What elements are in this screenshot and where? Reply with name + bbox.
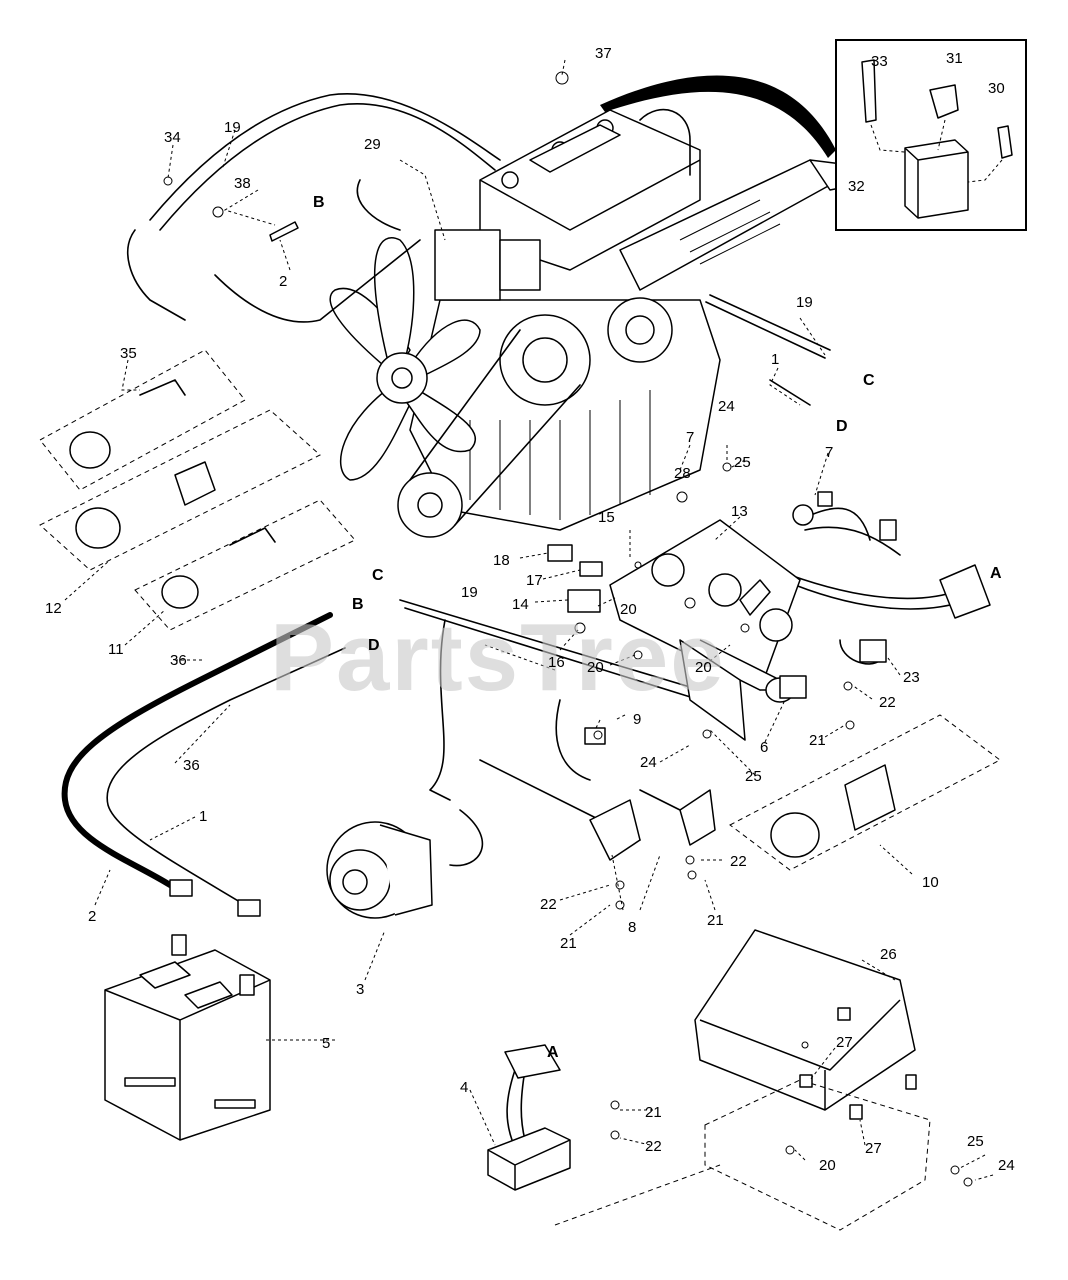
watermark: PartsTree: [270, 604, 726, 711]
part-label: 16: [548, 654, 565, 671]
part-label: 27: [865, 1140, 882, 1157]
engine-drawing: [329, 108, 856, 538]
connector-letter: A: [990, 565, 1002, 582]
part-label: 30: [988, 80, 1005, 97]
part-label: 15: [598, 509, 615, 526]
part-label: 22: [730, 853, 747, 870]
part-label: 19: [224, 119, 241, 136]
part-label: 38: [234, 175, 251, 192]
part-label: 21: [560, 935, 577, 952]
part-label: 8: [628, 919, 636, 936]
connector-letter: A: [547, 1044, 559, 1061]
part-label: 35: [120, 345, 137, 362]
part-label: 4: [460, 1079, 468, 1096]
part-label: 31: [946, 50, 963, 67]
part-label: 25: [745, 768, 762, 785]
part-label: 23: [903, 669, 920, 686]
inset-detail: [600, 39, 1027, 231]
part-label: 22: [879, 694, 896, 711]
part-label: 19: [796, 294, 813, 311]
part-label: 3: [356, 981, 364, 998]
part-label: 1: [199, 808, 207, 825]
connector-letter: D: [836, 418, 848, 435]
part-label: 20: [695, 659, 712, 676]
part-label: 14: [512, 596, 529, 613]
alternator: [326, 821, 433, 919]
part-label: 28: [674, 465, 691, 482]
part-label: 25: [967, 1133, 984, 1150]
part-label: 11: [108, 641, 124, 658]
part-label: 6: [760, 739, 768, 756]
connector-letter: C: [863, 372, 875, 389]
part-label: 22: [645, 1138, 662, 1155]
battery-tray: [694, 929, 931, 1231]
part-label: 9: [633, 711, 641, 728]
part-label: 34: [164, 129, 181, 146]
dash-panel: [547, 491, 991, 741]
part-label: 22: [540, 896, 557, 913]
part-label: 25: [734, 454, 751, 471]
brackets: [479, 699, 716, 861]
part-label: 37: [595, 45, 612, 62]
part-label: 21: [645, 1104, 662, 1121]
part-label: 32: [848, 178, 865, 195]
part-label: 20: [620, 601, 637, 618]
part-label: 29: [364, 136, 381, 153]
part-label: 27: [836, 1034, 853, 1051]
wiring: [61, 93, 969, 1141]
part-label: 10: [922, 874, 939, 891]
part-label: 12: [45, 600, 62, 617]
part-label: 20: [587, 659, 604, 676]
part-label: 33: [871, 53, 888, 70]
part-label: 13: [731, 503, 748, 520]
part-label: 17: [526, 572, 543, 589]
part-labels: 1 1 2 2 3 4 5 6 7 7 8 9 10 11 12 13 14 1…: [45, 45, 1015, 1174]
part-label: 19: [461, 584, 478, 601]
part-label: 21: [707, 912, 724, 929]
gauge-kits: [39, 349, 1001, 871]
part-label: 7: [825, 444, 833, 461]
part-label: 36: [170, 652, 187, 669]
part-label: 26: [880, 946, 897, 963]
part-label: 24: [998, 1157, 1015, 1174]
connector-letter: B: [352, 596, 364, 613]
connector-letter: B: [313, 194, 325, 211]
part-label: 24: [718, 398, 735, 415]
battery: [104, 879, 271, 1141]
part-label: 36: [183, 757, 200, 774]
connector-letters: A A B B C C D D: [313, 194, 1002, 1061]
part-label: 18: [493, 552, 510, 569]
part-label: 7: [686, 429, 694, 446]
part-label: 2: [88, 908, 96, 925]
connector-letter: D: [368, 637, 380, 654]
part-label: 24: [640, 754, 657, 771]
module: [487, 1044, 721, 1226]
leader-lines: [64, 59, 994, 1187]
part-label: 20: [819, 1157, 836, 1174]
part-label: 2: [279, 273, 287, 290]
part-label: 21: [809, 732, 826, 749]
part-label: 5: [322, 1035, 330, 1052]
connector-letter: C: [372, 567, 384, 584]
part-label: 1: [771, 351, 779, 368]
